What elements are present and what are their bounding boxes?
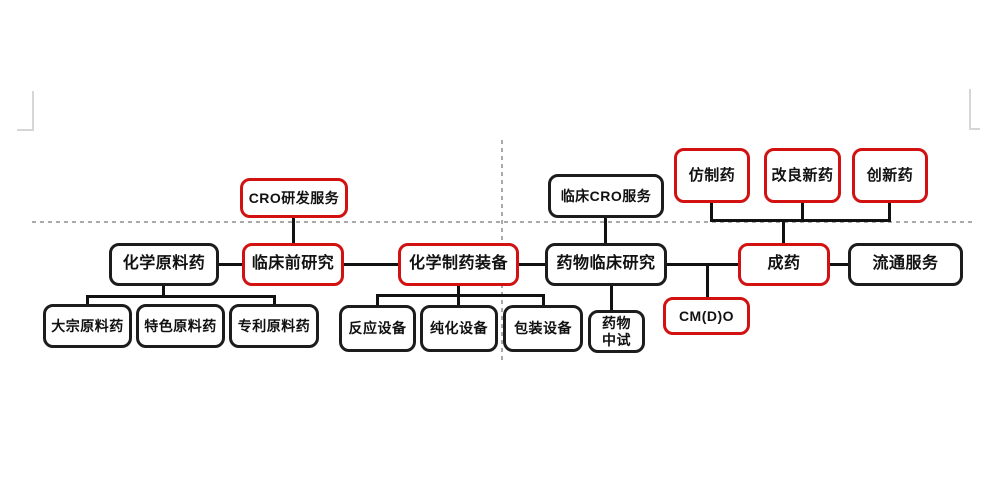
connector-line — [542, 294, 545, 307]
node-distribution-service: 流通服务 — [848, 243, 963, 286]
connector-line — [86, 295, 89, 306]
node-label: 特色原料药 — [144, 317, 217, 334]
connector-line — [162, 285, 165, 297]
node-label: 药物临床研究 — [556, 255, 656, 273]
crop-mark — [17, 129, 34, 131]
node-generic-drug: 仿制药 — [674, 148, 750, 203]
node-label: 临床前研究 — [251, 255, 335, 273]
node-label: 化学制药装备 — [408, 255, 508, 273]
node-bulk-api: 大宗原料药 — [43, 304, 132, 348]
node-patent-api: 专利原料药 — [229, 304, 319, 348]
node-cro-rd-service: CRO研发服务 — [240, 178, 348, 218]
node-label: 流通服务 — [872, 255, 939, 273]
connector-line — [219, 263, 243, 266]
connector-line — [376, 294, 379, 307]
connector-line — [610, 285, 613, 311]
node-pharma-equipment: 化学制药装备 — [398, 243, 519, 286]
node-packaging-equipment: 包装设备 — [503, 305, 583, 352]
node-label: 仿制药 — [688, 166, 736, 184]
connector-line — [376, 294, 545, 297]
node-label: CM(D)O — [678, 307, 735, 324]
connector-line — [710, 202, 713, 221]
connector-line — [801, 202, 804, 221]
connector-line — [829, 263, 849, 266]
node-label: CRO研发服务 — [248, 189, 340, 206]
node-improved-new-drug: 改良新药 — [764, 148, 841, 203]
node-reaction-equipment: 反应设备 — [339, 305, 416, 352]
connector-line — [782, 219, 785, 244]
node-label: 反应设备 — [348, 320, 407, 337]
node-finished-drug: 成药 — [738, 243, 830, 286]
node-label: 专利原料药 — [237, 317, 311, 334]
node-clinical-research: 药物临床研究 — [545, 243, 667, 286]
node-label: 包装设备 — [514, 320, 572, 337]
node-innovative-drug: 创新药 — [852, 148, 928, 203]
connector-line — [343, 263, 399, 266]
node-specialty-api: 特色原料药 — [136, 304, 225, 348]
crop-mark — [32, 91, 34, 131]
connector-line — [604, 217, 607, 244]
node-label: 纯化设备 — [430, 320, 488, 337]
connector-line — [666, 263, 739, 266]
node-preclinical-research: 临床前研究 — [242, 243, 344, 286]
node-label: 大宗原料药 — [51, 317, 124, 334]
node-label: 成药 — [767, 255, 801, 273]
crop-mark — [969, 128, 980, 130]
connector-line — [888, 202, 891, 221]
node-drug-pilot-test: 药物 中试 — [588, 310, 645, 353]
node-label: 化学原料药 — [122, 255, 206, 273]
node-chemical-api: 化学原料药 — [109, 243, 219, 286]
node-label: 临床CRO服务 — [560, 187, 652, 204]
connector-line — [273, 295, 276, 306]
node-label: 创新药 — [866, 166, 914, 184]
node-purification-equipment: 纯化设备 — [420, 305, 498, 352]
connector-line — [518, 263, 546, 266]
node-label: 药物 中试 — [602, 315, 631, 348]
node-clinical-cro-service: 临床CRO服务 — [548, 174, 664, 218]
connector-line — [706, 264, 709, 298]
connector-line — [292, 217, 295, 244]
connector-line — [710, 219, 891, 222]
crop-mark — [969, 89, 971, 130]
node-label: 改良新药 — [771, 166, 834, 184]
node-cmdo: CM(D)O — [663, 297, 750, 335]
connector-line — [86, 295, 276, 298]
